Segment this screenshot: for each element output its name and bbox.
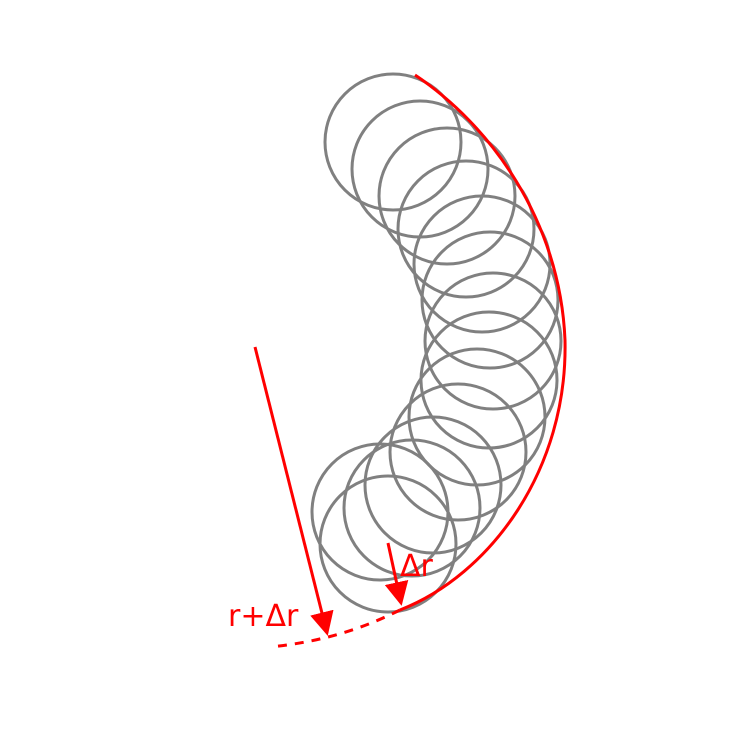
swept-circle [420, 230, 560, 370]
swept-circle [412, 194, 552, 334]
swept-circle [377, 126, 517, 266]
swept-circles [310, 72, 563, 614]
swept-circle [388, 382, 528, 522]
delta-r-label: Δr [400, 549, 434, 584]
offset-envelope-dashed-extension [269, 608, 401, 649]
delta-r-arrow [384, 542, 409, 606]
r-plus-delta-r-arrow [253, 346, 334, 636]
r-plus-delta-r-label: r+Δr [228, 599, 299, 634]
swept-circle [323, 72, 463, 212]
swept-circle [318, 474, 458, 614]
swept-circle [396, 159, 536, 299]
offset-envelope-curve [399, 73, 567, 612]
swept-circle [350, 99, 490, 239]
swept-circle [342, 438, 482, 578]
swept-circle [423, 271, 563, 411]
